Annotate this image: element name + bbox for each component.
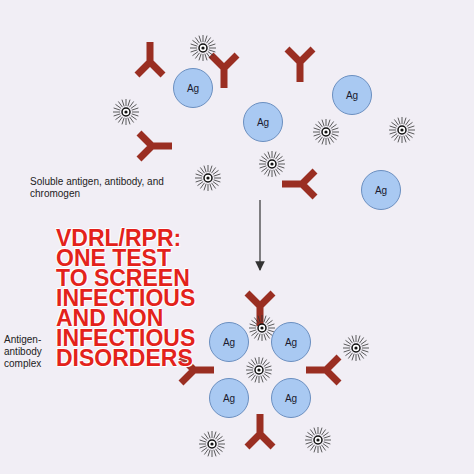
antigen-circle: Ag [332, 75, 372, 115]
antigen-label: Ag [223, 337, 235, 348]
antigen-circle: Ag [173, 68, 213, 108]
antigen-circle: Ag [361, 170, 401, 210]
antigen-label: Ag [257, 117, 269, 128]
antigen-label: Ag [375, 185, 387, 196]
antigen-label: Ag [187, 83, 199, 94]
antigen-label: Ag [285, 393, 297, 404]
antigen-label: Ag [223, 393, 235, 404]
antigen-circle: Ag [209, 378, 249, 418]
figure-label: Antigen-antibody complex [4, 334, 54, 370]
antigen-label: Ag [346, 90, 358, 101]
process-arrow [259, 200, 260, 270]
antigen-circle: Ag [271, 322, 311, 362]
antigen-circle: Ag [209, 322, 249, 362]
antigen-circle: Ag [271, 378, 311, 418]
overlay-title: VDRL/RPR: ONE TEST TO SCREEN INFECTIOUS … [56, 228, 206, 368]
antigen-label: Ag [285, 337, 297, 348]
antigen-circle: Ag [243, 102, 283, 142]
figure-label: Soluble antigen, antibody, and chromogen [30, 176, 180, 200]
